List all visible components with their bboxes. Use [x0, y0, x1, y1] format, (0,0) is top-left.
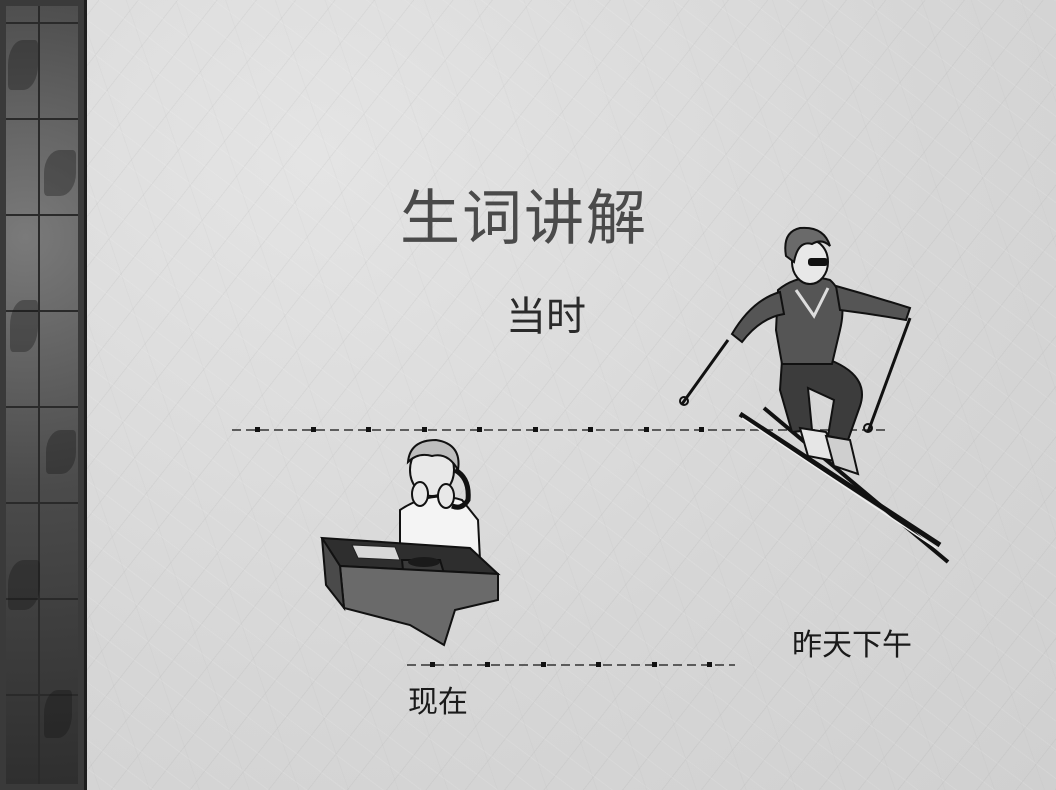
label-yesterday-afternoon: 昨天下午 [792, 628, 912, 663]
skier-clipart-icon [679, 226, 950, 564]
leaf-decoration [44, 690, 72, 738]
leaf-decoration [8, 40, 38, 90]
slide-subtitle: 当时 [506, 294, 586, 340]
decorative-side-strip [0, 0, 87, 790]
leaf-decoration [10, 300, 38, 352]
person-on-phone-at-desk-clipart-icon [320, 438, 501, 647]
lower-timeline [407, 662, 735, 667]
slide-title: 生词讲解 [400, 184, 648, 254]
upper-timeline [232, 427, 890, 432]
leaf-decoration [44, 150, 76, 196]
leaf-decoration [46, 430, 76, 474]
leaf-decoration [8, 560, 40, 610]
label-now: 现在 [408, 685, 468, 720]
